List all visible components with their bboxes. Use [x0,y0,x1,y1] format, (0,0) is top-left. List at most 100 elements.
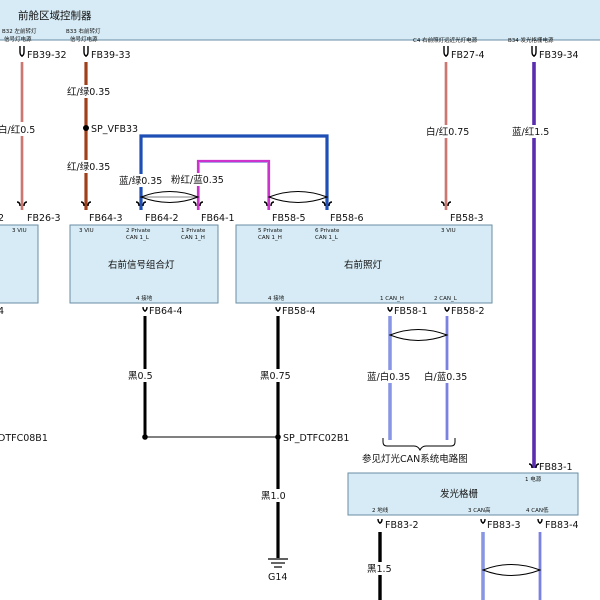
module-left-partial [0,224,39,304]
module-headlamp-pin6b: CAN 1_L [315,235,339,241]
ground-label: G14 [268,572,287,583]
wire-label-bg [366,562,396,575]
conn-fb83-4: FB83-4 [545,520,579,531]
wire-label-bg [258,489,294,502]
twist-symbol-4 [481,564,542,576]
module-front-signal-pin1b: CAN 1_H [181,235,205,241]
module-front-signal-pin4: 4 接地 [136,294,153,302]
module-front-signal-pin1a: 1 Private [181,228,206,234]
conn-fb58-3: FB58-3 [450,213,484,224]
conn-fb26-3: FB26-3 [27,213,61,224]
wire-label-bg [0,122,36,136]
module-grille-pin1: 1 电源 [525,475,542,483]
can-reference-label: 参见灯光CAN系统电路图 [362,453,468,465]
conn-fb58-1: FB58-1 [394,306,428,317]
module-headlamp-pin2: 2 CAN_L [434,296,458,302]
conn-fb83-2: FB83-2 [385,520,419,531]
module-grille-pin3: 3 CAN高 [468,506,491,514]
pin-b32-label: B32 左前转灯 [2,27,37,35]
ground-icon [268,558,288,568]
module-headlamp-pin1: 1 CAN_H [380,296,404,302]
twist-symbol-2 [267,191,329,203]
conn-fb58-5: FB58-5 [272,213,306,224]
splice-left-node [142,434,148,440]
module-top-stubs [16,201,452,207]
module-grille-name: 发光格栅 [440,488,479,500]
twist-symbol-1 [139,191,200,203]
wire-label-bg [65,160,115,173]
module-headlamp-pin5a: 5 Private [258,228,283,234]
conn-fb39-34: FB39-34 [539,50,579,61]
module-grille-pin2: 2 地线 [372,506,389,514]
conn-fb83-1: FB83-1 [539,462,573,473]
pin-c4-label: C4 右前照灯远近光灯电源 [413,36,478,44]
wire-label-blue-red-15: 蓝/红1.5 [512,126,549,138]
module-front-signal-pin3: 3 VIU [79,228,94,234]
controller-title: 前舱区域控制器 [18,9,92,22]
wire-pink-blue-stripe [199,162,268,210]
wire-label-bg [511,125,553,138]
conn-fb58-6: FB58-6 [330,213,364,224]
splice-label-dtfc08b1: DTFC08B1 [0,433,48,444]
splice-label-vfb33: SP_VFB33 [91,124,138,135]
module-front-signal-name: 右前信号组合灯 [108,259,175,271]
conn-fb39-33: FB39-33 [91,50,131,61]
wire-label-bg [258,369,298,382]
wire-label-bg [125,369,159,382]
twist-symbol-3 [388,329,449,341]
wire-label-blue-white: 蓝/白0.35 [367,371,410,383]
conn-left-pin2: 2 [0,213,4,224]
grille-top-stub [528,463,540,469]
conn-fb58-2: FB58-2 [451,306,485,317]
module-left-pin4: 4 [0,306,4,317]
module-front-signal-pin2b: CAN 1_L [126,235,150,241]
splice-vfb33 [83,125,89,131]
wire-label-bg [366,370,412,383]
can-reference-brace [382,438,456,452]
module-bottom-stubs [142,306,450,312]
splice-dtfc02b1 [275,434,281,440]
conn-fb58-4: FB58-4 [282,306,316,317]
wire-label-white-red-075: 白/红0.75 [426,126,469,138]
conn-fb83-3: FB83-3 [487,520,521,531]
wire-label-pink-blue: 粉红/蓝0.35 [171,174,224,186]
module-headlamp-pin3: 3 VIU [441,228,456,234]
module-grille [347,472,579,516]
pin-b32-label-2: 信号灯电源 [4,35,32,43]
wire-label-black-10: 黑1.0 [261,491,286,502]
module-headlamp-pin4: 4 接地 [268,294,285,302]
grille-bottom-stubs [377,518,543,524]
wire-label-left-white-red: 白/红0.5 [0,124,35,136]
conn-fb64-2: FB64-2 [145,213,179,224]
wire-label-black-05: 黑0.5 [128,371,153,382]
conn-fb27-4: FB27-4 [451,50,485,61]
wire-label-bg [423,370,469,383]
pin-b34-label: B34 发光格栅电源 [508,36,554,44]
module-front-signal [69,224,219,304]
controller-pin-stubs [19,46,537,57]
module-headlamp-name: 右前照灯 [344,259,383,271]
conn-fb64-1: FB64-1 [201,213,235,224]
conn-fb64-4: FB64-4 [149,306,183,317]
wire-label-black-075: 黑0.75 [260,371,291,382]
wire-label-red-green-1: 红/绿0.35 [67,86,110,98]
splice-label-dtfc02b1: SP_DTFC02B1 [283,433,349,444]
module-front-signal-pin2a: 2 Private [126,228,151,234]
module-left-pin3: 3 VIU [12,228,27,234]
pin-b33-label-2: 信号灯电源 [70,35,98,43]
wire-label-bg [65,85,115,98]
wire-label-black-15: 黑1.5 [367,564,392,575]
wire-label-white-blue: 白/蓝0.35 [424,371,467,383]
wire-blue-green [139,134,329,210]
controller-box [0,0,600,41]
module-headlamp [235,224,493,304]
wire-label-bg [424,125,472,138]
module-headlamp-pin5b: CAN 1_H [258,235,282,241]
wire-label-bg [170,173,226,186]
module-headlamp-pin6a: 6 Private [315,228,340,234]
wire-label-red-green-2: 红/绿0.35 [67,161,110,173]
conn-fb64-3: FB64-3 [89,213,123,224]
conn-fb39-32: FB39-32 [27,50,67,61]
wire-label-blue-green: 蓝/绿0.35 [119,175,162,187]
